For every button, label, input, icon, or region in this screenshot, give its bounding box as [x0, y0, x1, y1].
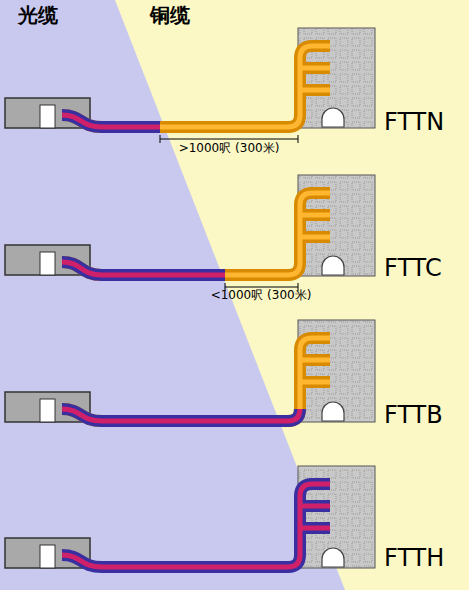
building-entrance [322, 402, 344, 421]
cable-type-heading: 铜缆 [150, 4, 190, 27]
topology-label: FTTC [384, 255, 442, 283]
copper-cable-outer [62, 46, 330, 127]
office-door [40, 105, 55, 128]
topology-label: FTTH [384, 545, 444, 573]
dimension-label: >1000呎 (300米) [179, 142, 280, 156]
fiber-cable-outer [62, 115, 160, 127]
fiber-cable-core [62, 262, 225, 275]
fiber-cable-core [62, 409, 300, 421]
fiber-cable-outer [62, 262, 225, 275]
copper-zone [115, 0, 469, 590]
fiber-cable-outer [62, 484, 330, 567]
building-entrance [322, 108, 344, 127]
fiber-cable-outer [62, 409, 300, 421]
dimension-label: <1000呎 (300米) [211, 289, 312, 303]
office-door [40, 545, 55, 568]
office-door [40, 252, 55, 275]
office-door [40, 399, 55, 422]
cable-type-heading: 光缆 [18, 4, 58, 27]
fiber-cable-core [62, 115, 160, 127]
topology-label: FTTB [384, 402, 443, 430]
building-entrance [322, 548, 344, 567]
topology-label: FTTN [384, 109, 444, 137]
copper-cable-outer [62, 338, 330, 421]
copper-cable-core [62, 46, 330, 127]
fiber-cable-core [62, 484, 330, 567]
copper-cable-core [62, 338, 330, 421]
copper-cable-outer [62, 193, 330, 275]
building-entrance [322, 256, 344, 275]
copper-cable-core [62, 193, 330, 275]
